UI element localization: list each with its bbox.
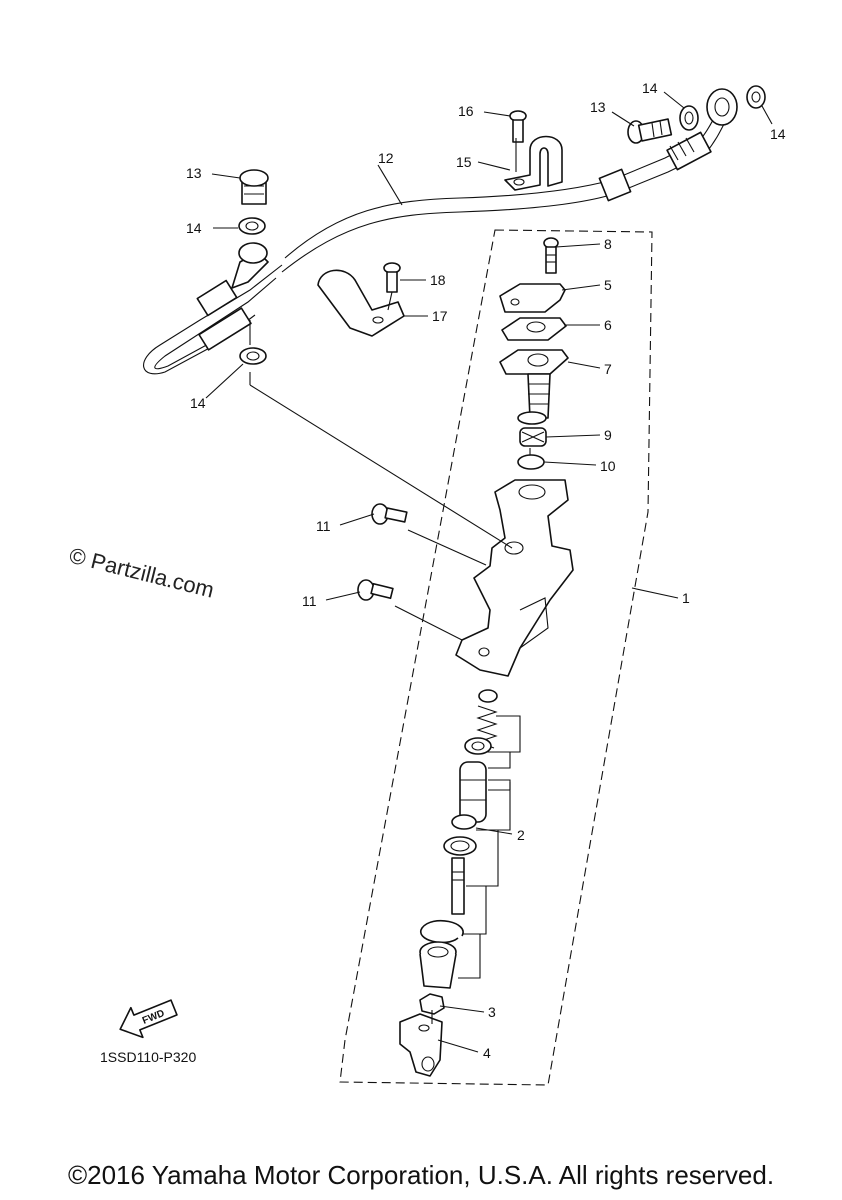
callout-14-top-a: 14 <box>642 80 658 96</box>
callout-14-top-b: 14 <box>770 126 786 142</box>
callout-labels: 1 2 3 4 5 6 7 8 9 10 11 11 12 13 13 14 1… <box>186 80 786 1061</box>
brake-hose <box>143 111 727 375</box>
callout-6: 6 <box>604 317 612 333</box>
callout-14-left-lower: 14 <box>190 395 206 411</box>
washer-14-top-right-b <box>746 85 766 109</box>
callout-5: 5 <box>604 277 612 293</box>
callout-16: 16 <box>458 103 474 119</box>
washer-14-left-upper <box>238 217 266 235</box>
callout-13-left: 13 <box>186 165 202 181</box>
callout-13-right: 13 <box>590 99 606 115</box>
callout-11-upper: 11 <box>316 518 331 534</box>
callout-14-left-upper: 14 <box>186 220 202 236</box>
cup-secondary <box>451 814 477 830</box>
callout-15: 15 <box>456 154 472 170</box>
nut-3 <box>419 993 445 1015</box>
callout-4: 4 <box>483 1045 491 1061</box>
callout-ticks <box>205 91 773 1053</box>
boot <box>419 941 457 989</box>
bolt-11-upper <box>371 503 408 525</box>
copyright-footer: ©2016 Yamaha Motor Corporation, U.S.A. A… <box>67 1160 775 1190</box>
plate-6 <box>501 317 567 341</box>
watermark: © Partzilla.com <box>67 543 217 603</box>
reservoir-cap-5 <box>499 283 566 313</box>
diaphragm-7 <box>499 349 569 425</box>
screw-16 <box>509 110 527 143</box>
callout-10: 10 <box>600 458 616 474</box>
callout-2: 2 <box>517 827 525 843</box>
master-cylinder-body <box>455 479 574 677</box>
hose-clamp-15 <box>504 135 563 191</box>
screw-18 <box>383 262 401 293</box>
union-bolt-13-left <box>239 169 269 205</box>
cup-primary <box>464 737 492 755</box>
piston <box>459 761 487 823</box>
banjo-fitting-left <box>238 242 268 264</box>
leader-lines <box>249 138 531 1024</box>
callout-9: 9 <box>604 427 612 443</box>
bolt-11-lower <box>357 579 394 601</box>
union-bolt-13-right <box>627 118 673 144</box>
clevis-4 <box>399 1013 443 1077</box>
washer-14-top-right-a <box>679 105 699 131</box>
part-9 <box>519 427 547 447</box>
callout-11-lower: 11 <box>302 593 317 609</box>
callout-12: 12 <box>378 150 394 166</box>
circlip-10 <box>517 454 545 470</box>
assembly-boundary <box>339 229 653 1086</box>
fwd-arrow-icon: FWD <box>119 999 178 1039</box>
screw-8 <box>543 237 559 274</box>
callout-7: 7 <box>604 361 612 377</box>
washer-14-left-lower <box>239 347 267 365</box>
callout-1: 1 <box>682 590 690 606</box>
hose-guide-17 <box>317 269 405 337</box>
callout-8: 8 <box>604 236 612 252</box>
push-rod <box>443 836 477 915</box>
callout-3: 3 <box>488 1004 496 1020</box>
callout-17: 17 <box>432 308 448 324</box>
banjo-fitting <box>706 88 738 126</box>
circlip <box>419 919 464 944</box>
callout-18: 18 <box>430 272 446 288</box>
diagram-code: 1SSD110-P320 <box>100 1049 196 1065</box>
